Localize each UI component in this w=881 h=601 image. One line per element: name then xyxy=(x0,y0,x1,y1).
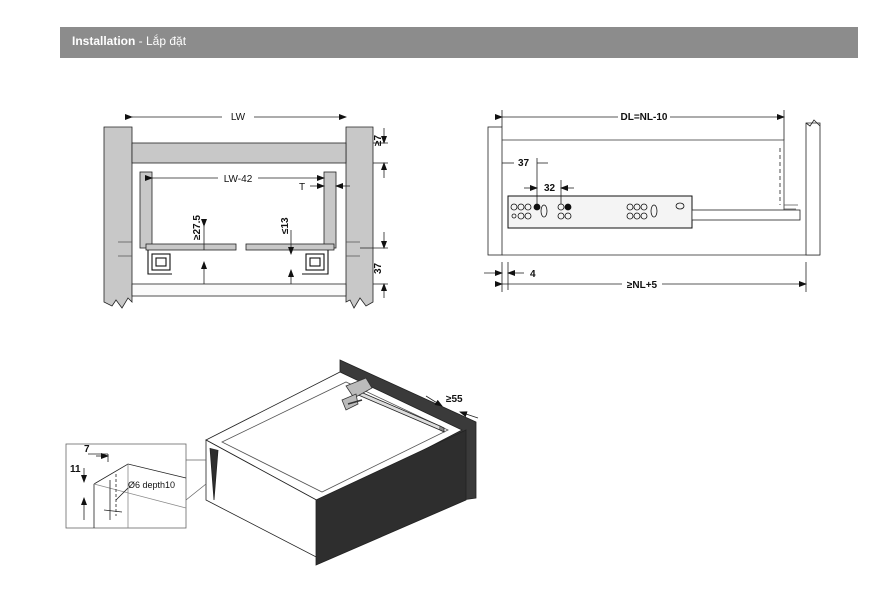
section-header: Installation - Lắp đặt xyxy=(60,27,858,58)
label-7: ≥7 xyxy=(373,135,384,146)
left-cabinet-wall xyxy=(103,126,133,309)
perspective-diagram xyxy=(185,359,479,566)
label-hole: Ø6 depth10 xyxy=(128,480,175,490)
screws xyxy=(118,241,360,257)
label-11-inset: 11 xyxy=(70,464,81,475)
label-37-right: 37 xyxy=(373,262,384,274)
label-13: ≤13 xyxy=(280,217,291,234)
label-lw-42: LW-42 xyxy=(224,174,253,185)
label-55: ≥55 xyxy=(446,394,463,405)
front-board xyxy=(487,126,503,256)
title-rest: - Lắp đặt xyxy=(135,34,187,48)
drawer-bottom-panel xyxy=(131,283,347,297)
runner-left xyxy=(147,250,172,275)
drawer-top-panel xyxy=(131,142,347,164)
runner-right xyxy=(302,250,329,275)
label-t: T xyxy=(299,182,305,193)
runner-rail xyxy=(691,209,801,221)
label-dl: DL=NL-10 xyxy=(621,112,668,123)
runner-body xyxy=(507,195,693,229)
drawer-front-panel xyxy=(315,429,467,566)
cross-section-diagram xyxy=(103,114,388,309)
label-4: 4 xyxy=(530,269,536,280)
section-title: Installation - Lắp đặt xyxy=(72,34,186,48)
drawer-side-right xyxy=(323,171,337,249)
label-7-inset: 7 xyxy=(84,444,90,455)
label-32: 32 xyxy=(544,183,556,194)
label-27-5: ≥27.5 xyxy=(192,215,203,240)
label-lw: LW xyxy=(231,112,246,123)
side-view-diagram xyxy=(484,110,821,292)
title-bold: Installation xyxy=(72,34,136,48)
hole-detail-inset xyxy=(65,443,187,529)
label-37-side: 37 xyxy=(518,158,530,169)
label-nl5: ≥NL+5 xyxy=(627,280,658,291)
drawer-bottom-left xyxy=(145,243,237,251)
right-cabinet-wall xyxy=(345,126,374,309)
back-wall xyxy=(805,122,821,256)
bracket-clip xyxy=(341,377,373,411)
drawer-bottom-right xyxy=(245,243,335,251)
runner-holes xyxy=(510,202,685,220)
drawer-side-left xyxy=(139,171,153,249)
